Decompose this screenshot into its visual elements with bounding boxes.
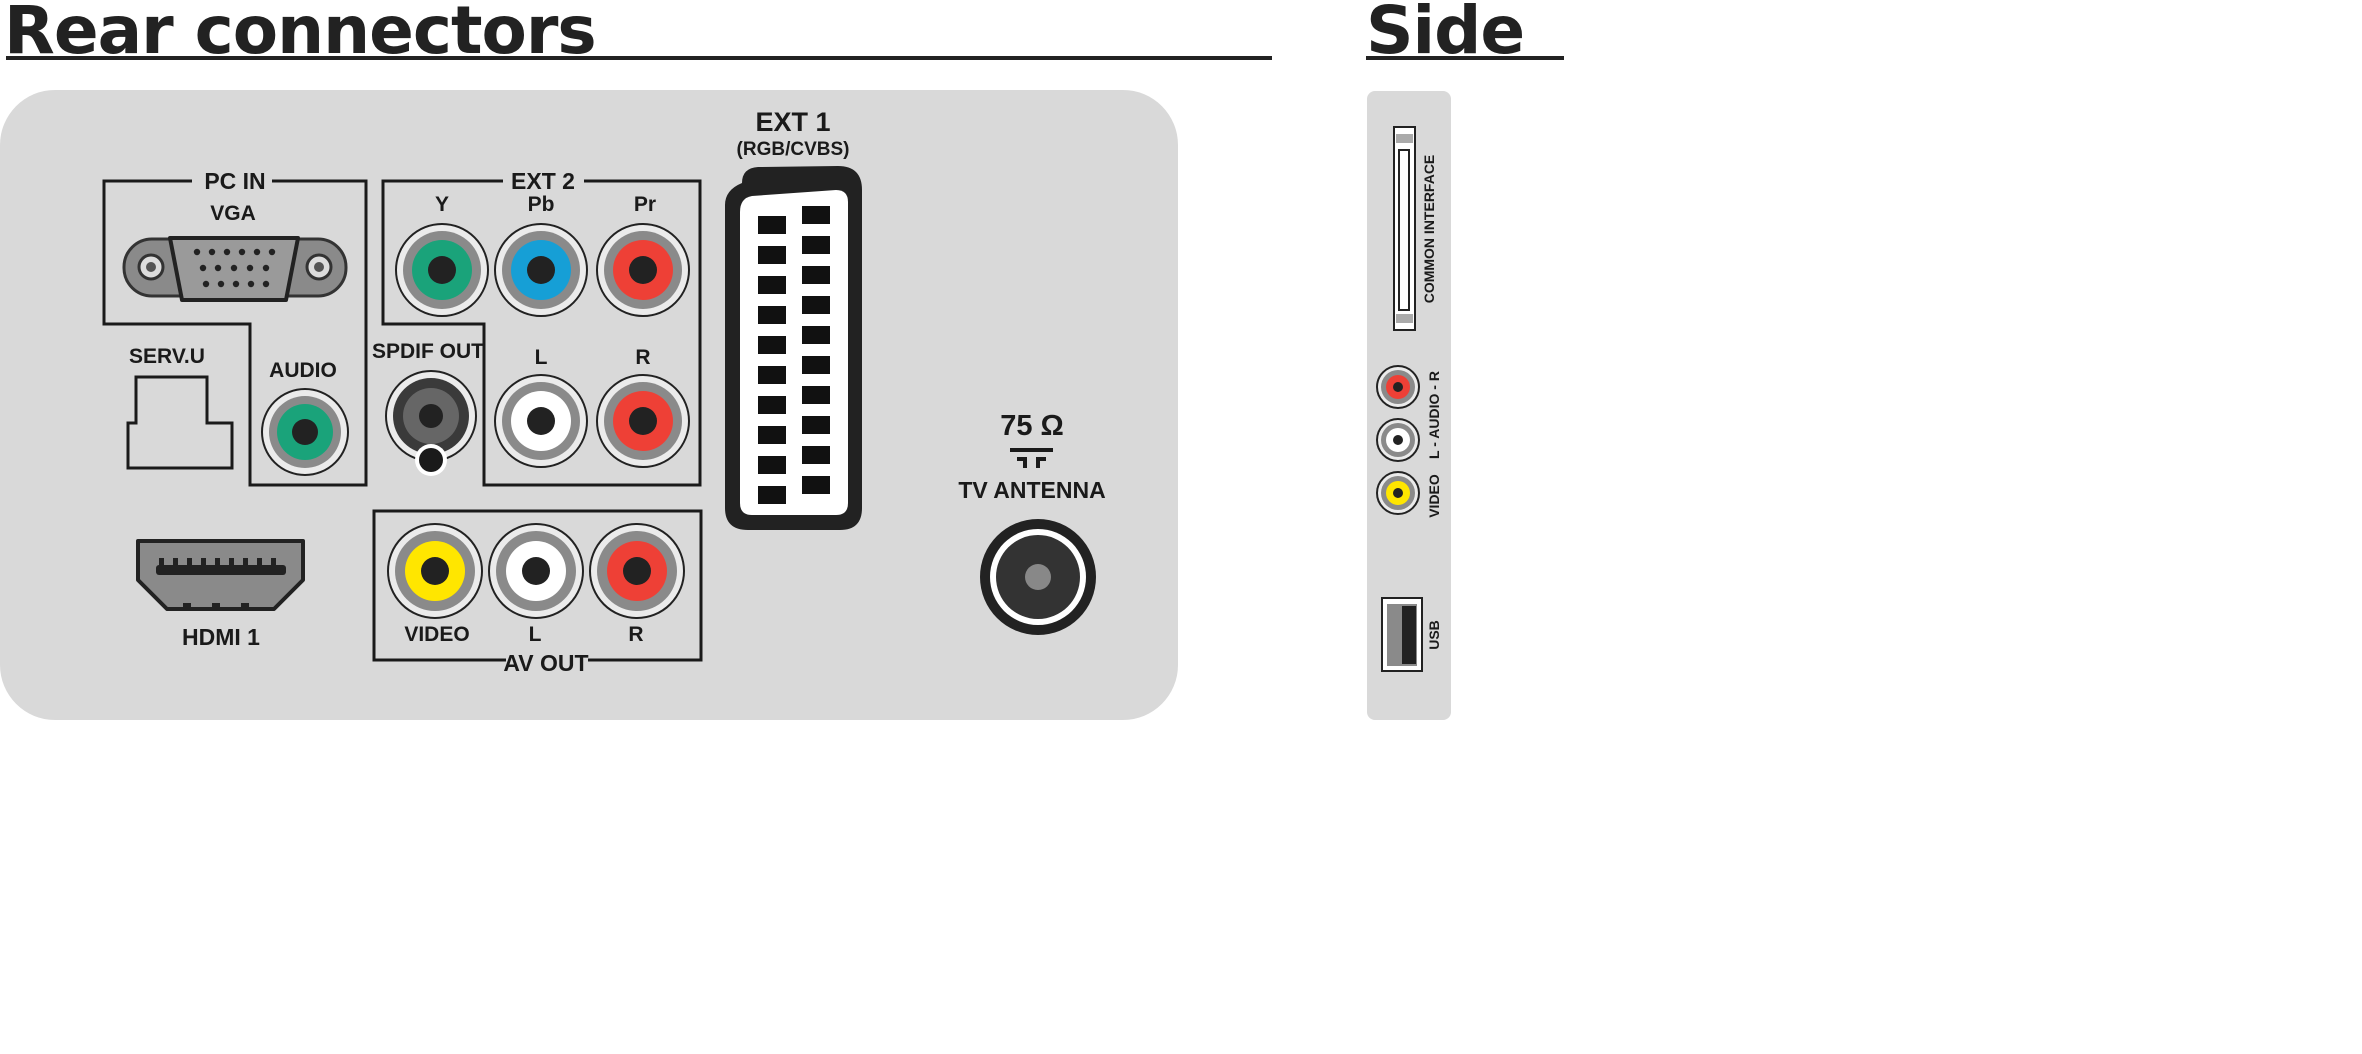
- ext2-group: [381, 179, 702, 487]
- pc-in-group: [102, 179, 368, 487]
- av-out-label: AV OUT: [503, 650, 588, 676]
- serv-u-label: SERV.U: [129, 345, 205, 368]
- side-audio-label: L - AUDIO - R: [1426, 371, 1442, 459]
- side-video-jack[interactable]: [1376, 471, 1420, 515]
- ext2-pr-label: Pr: [634, 193, 656, 216]
- ext2-r-label: R: [635, 346, 650, 369]
- rear-heading-rule: [6, 56, 1272, 60]
- ext2-y-jack[interactable]: [395, 223, 489, 317]
- pc-in-label: PC IN: [204, 168, 265, 194]
- side-audio-l-jack[interactable]: [1376, 418, 1420, 462]
- spdif-jack[interactable]: [385, 370, 477, 476]
- vga-port[interactable]: [122, 236, 348, 302]
- common-interface-slot[interactable]: [1393, 126, 1416, 331]
- ext2-y-label: Y: [435, 193, 449, 216]
- ext2-pb-jack[interactable]: [494, 223, 588, 317]
- usb-label: USB: [1426, 620, 1442, 650]
- av-out-group: [372, 509, 703, 662]
- av-out-video-label: VIDEO: [404, 623, 469, 646]
- av-out-video-jack[interactable]: [387, 523, 483, 619]
- usb-port[interactable]: [1381, 597, 1423, 672]
- ext2-pb-label: Pb: [528, 193, 555, 216]
- pc-audio-jack[interactable]: [261, 388, 349, 476]
- antenna-impedance-label: 75 Ω: [1000, 410, 1064, 442]
- av-out-r-label: R: [628, 623, 643, 646]
- ext2-l-label: L: [535, 346, 548, 369]
- side-audio-r-jack[interactable]: [1376, 365, 1420, 409]
- ext1-label: EXT 1: [755, 107, 830, 137]
- ext1-scart-port[interactable]: [725, 166, 862, 530]
- ext1-subtitle: (RGB/CVBS): [737, 139, 850, 160]
- hdmi-port[interactable]: [136, 539, 305, 611]
- av-out-l-label: L: [529, 623, 542, 646]
- antenna-socket[interactable]: [980, 519, 1096, 635]
- rear-panel: [0, 90, 1178, 720]
- serv-u-port[interactable]: [126, 375, 234, 470]
- ext2-r-jack[interactable]: [596, 374, 690, 468]
- av-out-l-jack[interactable]: [488, 523, 584, 619]
- hdmi-label: HDMI 1: [182, 624, 260, 650]
- pc-audio-label: AUDIO: [269, 359, 337, 382]
- ext2-label: EXT 2: [511, 168, 575, 194]
- spdif-label: SPDIF OUT: [372, 340, 484, 363]
- av-out-r-jack[interactable]: [589, 523, 685, 619]
- antenna-symbol-icon: [1010, 448, 1053, 468]
- antenna-label: TV ANTENNA: [958, 477, 1105, 503]
- side-video-label: VIDEO: [1426, 474, 1442, 518]
- ext2-pr-jack[interactable]: [596, 223, 690, 317]
- vga-label: VGA: [210, 202, 256, 225]
- common-interface-label: COMMON INTERFACE: [1421, 155, 1437, 304]
- ext2-l-jack[interactable]: [494, 374, 588, 468]
- side-heading-rule: [1366, 56, 1564, 60]
